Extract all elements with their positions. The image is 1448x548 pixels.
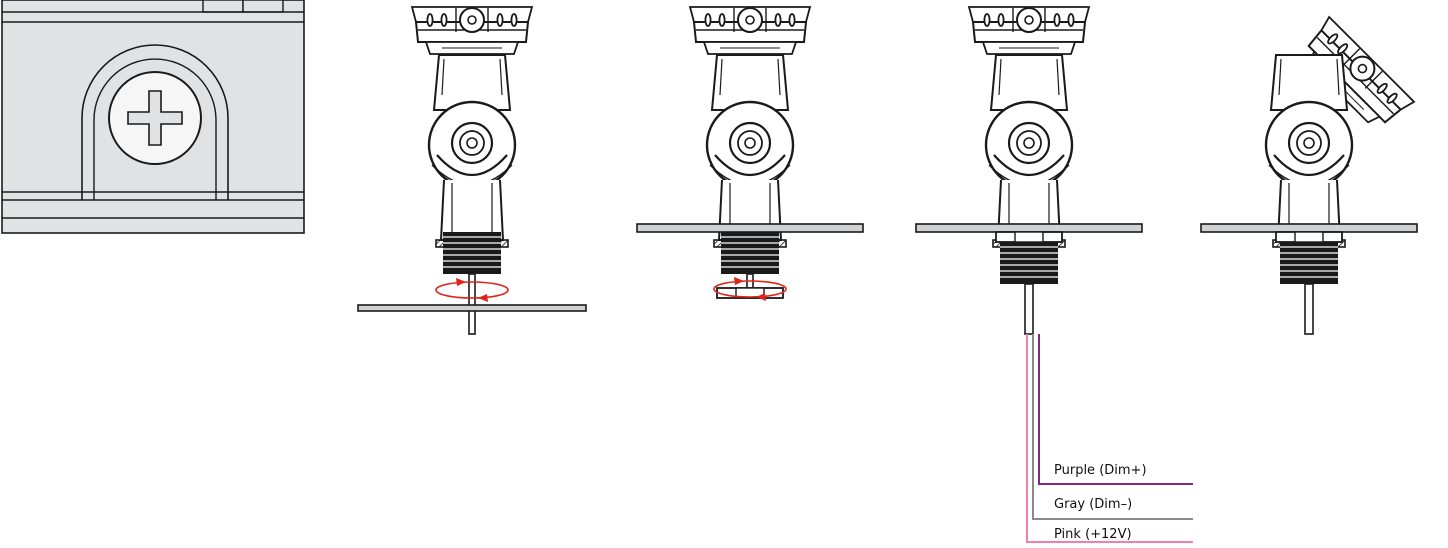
wire-label-pink: Pink (+12V) bbox=[1054, 527, 1132, 542]
wire-purple bbox=[1038, 334, 1193, 485]
wire-leads: Purple (Dim+) Gray (Dim–) Pink (+12V) bbox=[1026, 334, 1193, 543]
wire-label-gray: Gray (Dim–) bbox=[1054, 497, 1132, 512]
screw-detail-panel bbox=[1, 0, 305, 234]
step-4-tilt-head bbox=[1200, 15, 1418, 335]
step-3-route-wires bbox=[915, 6, 1143, 335]
wire-pink bbox=[1026, 334, 1193, 543]
wire-gray bbox=[1032, 334, 1193, 520]
wire-label-purple: Purple (Dim+) bbox=[1054, 463, 1147, 478]
step-1-thread-nut bbox=[357, 6, 587, 335]
step-2-tighten-nut bbox=[636, 6, 864, 302]
phillips-screw-icon bbox=[108, 71, 202, 165]
